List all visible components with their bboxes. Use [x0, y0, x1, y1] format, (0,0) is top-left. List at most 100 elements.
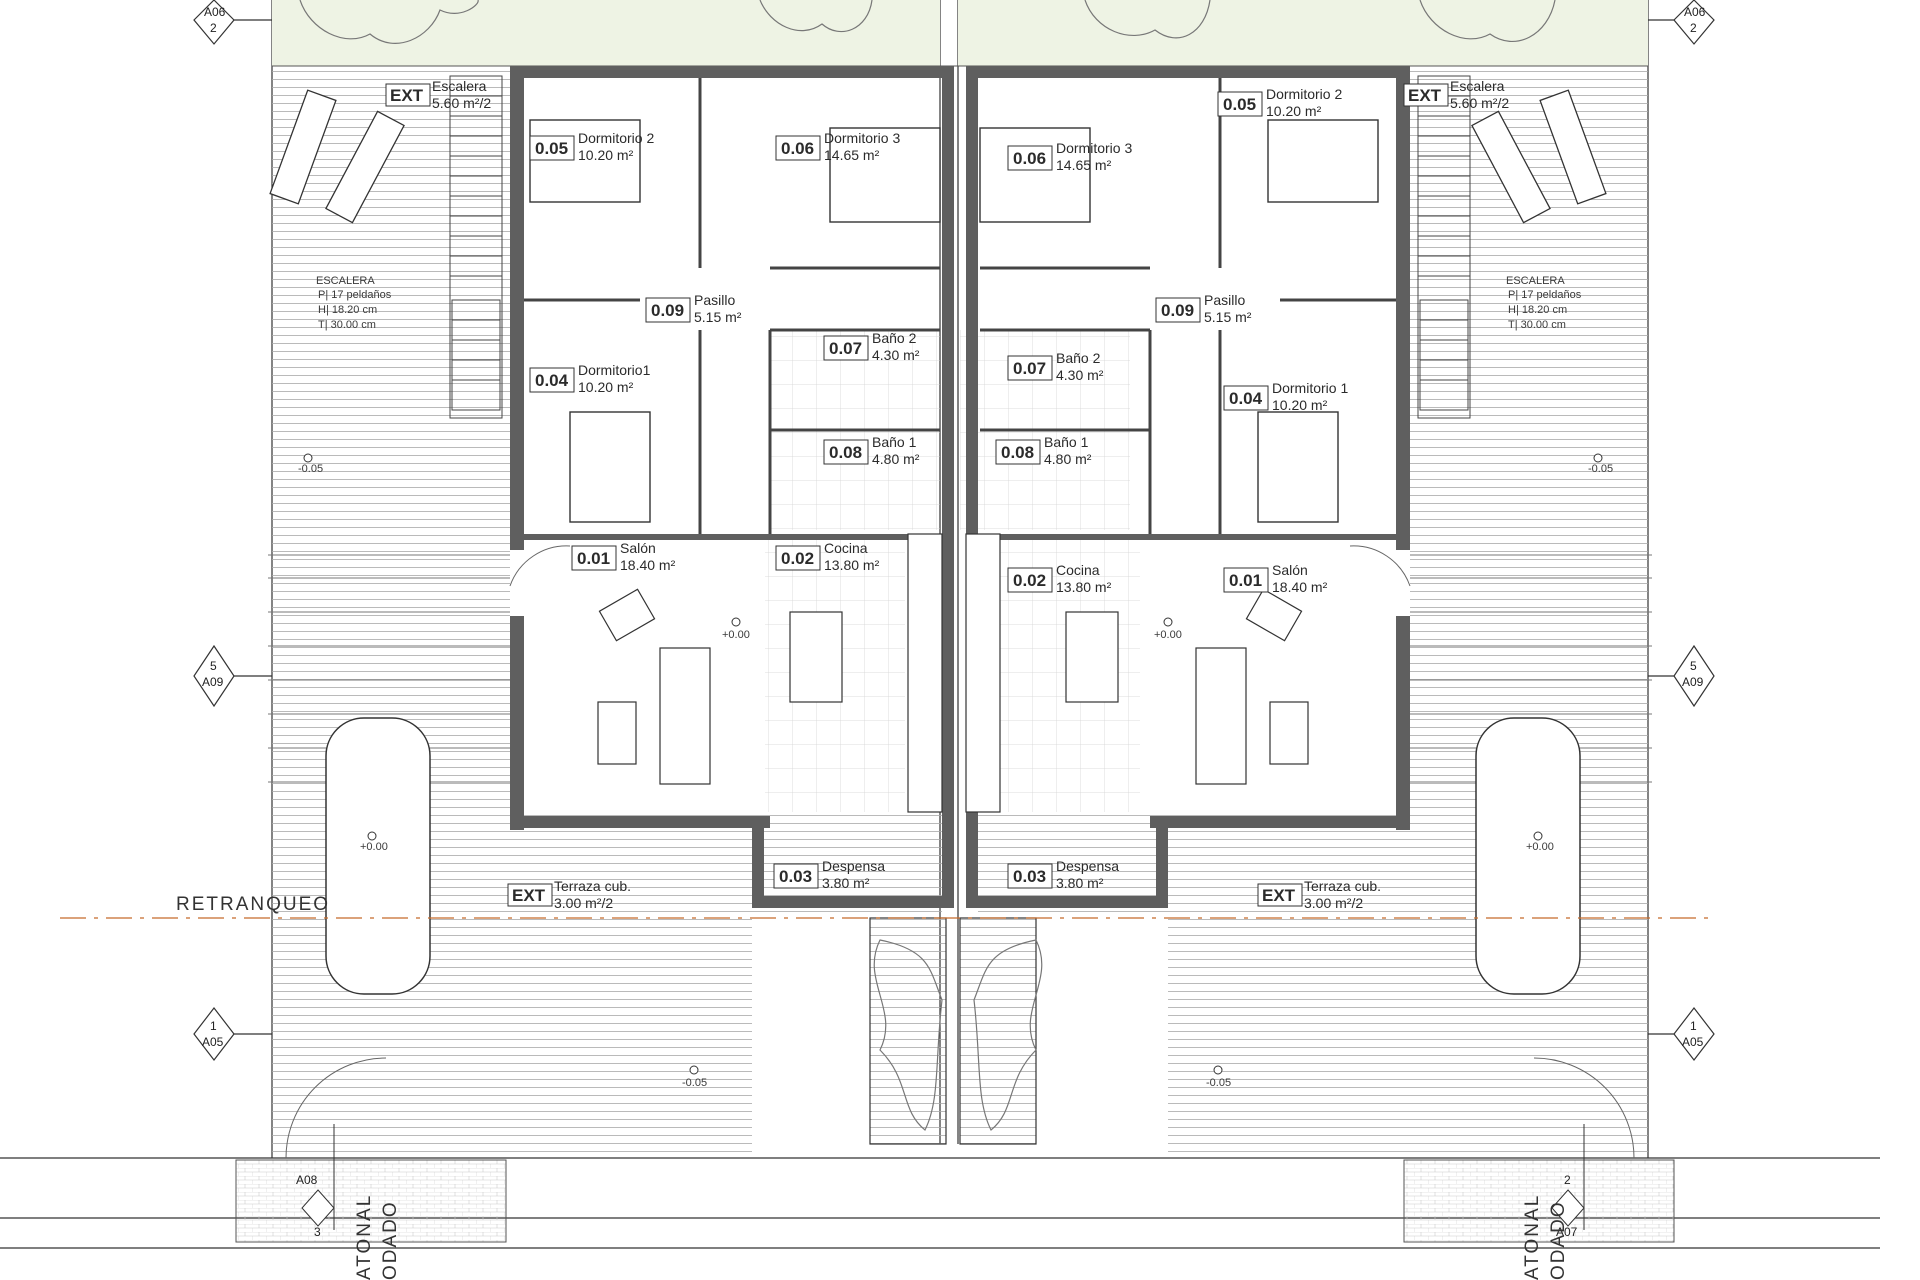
svg-text:Baño 1: Baño 1: [872, 434, 917, 450]
svg-text:0.03: 0.03: [1013, 867, 1046, 886]
street-label: ATONAL: [354, 1194, 375, 1280]
section-marker: [301, 1124, 1585, 1230]
section-marker-top: 1: [1690, 1019, 1697, 1033]
garden-strip: [272, 0, 940, 66]
svg-text:Dormitorio 1: Dormitorio 1: [1272, 380, 1348, 396]
entrance-box: [1403, 1159, 1675, 1243]
section-marker-bottom: 2: [1690, 21, 1697, 35]
svg-text:Terraza cub.: Terraza cub.: [554, 878, 631, 894]
svg-text:0.07: 0.07: [829, 339, 862, 358]
svg-text:0.06: 0.06: [1013, 149, 1046, 168]
level-value: -0.05: [1588, 463, 1613, 475]
svg-text:0.04: 0.04: [535, 371, 569, 390]
svg-text:Cocina: Cocina: [1056, 562, 1100, 578]
svg-text:0.05: 0.05: [1223, 95, 1256, 114]
exterior-label: EXT Escalera 5.60 m²/2: [385, 78, 491, 111]
svg-text:0.06: 0.06: [781, 139, 814, 158]
svg-text:P| 17 peldaños: P| 17 peldaños: [318, 289, 392, 301]
section-marker: [193, 0, 1715, 1061]
street-label: ODADO: [380, 1200, 401, 1280]
svg-text:EXT: EXT: [390, 86, 424, 105]
room-label: 0.03 Despensa 3.80 m²: [1007, 858, 1119, 891]
svg-text:Baño 2: Baño 2: [872, 330, 917, 346]
svg-text:10.20 m²: 10.20 m²: [578, 379, 634, 395]
room-label: 0.07 Baño 2 4.30 m²: [823, 330, 920, 363]
entrance-box: [235, 1159, 507, 1243]
svg-text:H| 18.20 cm: H| 18.20 cm: [318, 304, 377, 316]
section-marker-bottom: A05: [1682, 1035, 1704, 1049]
level-marker: [303, 453, 1603, 1075]
bottom-marker-a: A08: [296, 1173, 318, 1187]
svg-text:10.20 m²: 10.20 m²: [1272, 397, 1328, 413]
svg-text:T| 30.00 cm: T| 30.00 cm: [318, 319, 376, 331]
level-value: +0.00: [1526, 841, 1554, 853]
svg-text:EXT: EXT: [512, 886, 546, 905]
svg-text:0.05: 0.05: [535, 139, 568, 158]
room-label: 0.09 Pasillo 5.15 m²: [1155, 292, 1252, 325]
svg-text:Baño 1: Baño 1: [1044, 434, 1089, 450]
svg-text:EXT: EXT: [1408, 86, 1442, 105]
level-value: +0.00: [360, 841, 388, 853]
svg-text:18.40 m²: 18.40 m²: [1272, 579, 1328, 595]
svg-text:T| 30.00 cm: T| 30.00 cm: [1508, 319, 1566, 331]
room-label: 0.03 Despensa 3.80 m²: [773, 858, 885, 891]
svg-text:13.80 m²: 13.80 m²: [1056, 579, 1112, 595]
svg-text:5.15 m²: 5.15 m²: [1204, 309, 1252, 325]
svg-text:0.03: 0.03: [779, 867, 812, 886]
room-label: 0.01 Salón 18.40 m²: [571, 540, 676, 573]
level-value: +0.00: [722, 629, 750, 641]
svg-text:Dormitorio 3: Dormitorio 3: [1056, 140, 1132, 156]
svg-text:Dormitorio1: Dormitorio1: [578, 362, 651, 378]
level-value: -0.05: [298, 463, 323, 475]
section-marker-bottom: A09: [202, 675, 224, 689]
svg-text:0.07: 0.07: [1013, 359, 1046, 378]
section-marker-top: A06: [204, 5, 226, 19]
svg-text:Salón: Salón: [620, 540, 656, 556]
bottom-marker-b: A07: [1556, 1225, 1578, 1239]
svg-text:P| 17 peldaños: P| 17 peldaños: [1508, 289, 1582, 301]
room-label: 0.05 Dormitorio 2 10.20 m²: [529, 130, 654, 163]
room-label: 0.06 Dormitorio 3 14.65 m²: [1007, 140, 1132, 173]
svg-text:0.01: 0.01: [1229, 571, 1262, 590]
section-marker-top: 5: [1690, 659, 1697, 673]
svg-text:18.40 m²: 18.40 m²: [620, 557, 676, 573]
car-icon: [325, 717, 1581, 995]
section-marker-top: 1: [210, 1019, 217, 1033]
tree-icon: [299, 0, 1556, 1131]
svg-text:Baño 2: Baño 2: [1056, 350, 1101, 366]
svg-text:14.65 m²: 14.65 m²: [1056, 157, 1112, 173]
room-label: 0.07 Baño 2 4.30 m²: [1007, 350, 1104, 383]
svg-text:ESCALERA: ESCALERA: [316, 275, 375, 287]
svg-text:ESCALERA: ESCALERA: [1506, 275, 1565, 287]
street-label: ATONAL: [1522, 1194, 1543, 1280]
svg-text:0.01: 0.01: [577, 549, 610, 568]
room-label: 0.05 Dormitorio 2 10.20 m²: [1217, 86, 1342, 119]
planter: [869, 917, 947, 1145]
svg-text:Despensa: Despensa: [822, 858, 885, 874]
room-label: 0.08 Baño 1 4.80 m²: [995, 434, 1092, 467]
level-value: -0.05: [682, 1077, 707, 1089]
bottom-marker-a: 2: [1564, 1173, 1571, 1187]
svg-text:10.20 m²: 10.20 m²: [578, 147, 634, 163]
exterior-label: EXT Terraza cub. 3.00 m²/2: [1257, 878, 1381, 911]
setback-label: RETRANQUEO: [176, 894, 330, 915]
svg-text:13.80 m²: 13.80 m²: [824, 557, 880, 573]
svg-text:4.80 m²: 4.80 m²: [1044, 451, 1092, 467]
svg-text:4.30 m²: 4.30 m²: [1056, 367, 1104, 383]
room-label: 0.06 Dormitorio 3 14.65 m²: [775, 130, 900, 163]
stair-notes: ESCALERA P| 17 peldaños H| 18.20 cm T| 3…: [1506, 275, 1582, 331]
sofa-icon: [597, 588, 1309, 785]
svg-text:3.80 m²: 3.80 m²: [822, 875, 870, 891]
section-marker-bottom: A09: [1682, 675, 1704, 689]
svg-text:Despensa: Despensa: [1056, 858, 1119, 874]
svg-text:5.60 m²/2: 5.60 m²/2: [1450, 95, 1509, 111]
section-marker-bottom: 2: [210, 21, 217, 35]
room-label: 0.04 Dormitorio1 10.20 m²: [529, 362, 651, 395]
svg-text:0.02: 0.02: [1013, 571, 1046, 590]
section-marker-bottom: A05: [202, 1035, 224, 1049]
svg-text:0.04: 0.04: [1229, 389, 1263, 408]
section-marker-top: 5: [210, 659, 217, 673]
room-label: 0.02 Cocina 13.80 m²: [775, 540, 880, 573]
svg-text:0.02: 0.02: [781, 549, 814, 568]
